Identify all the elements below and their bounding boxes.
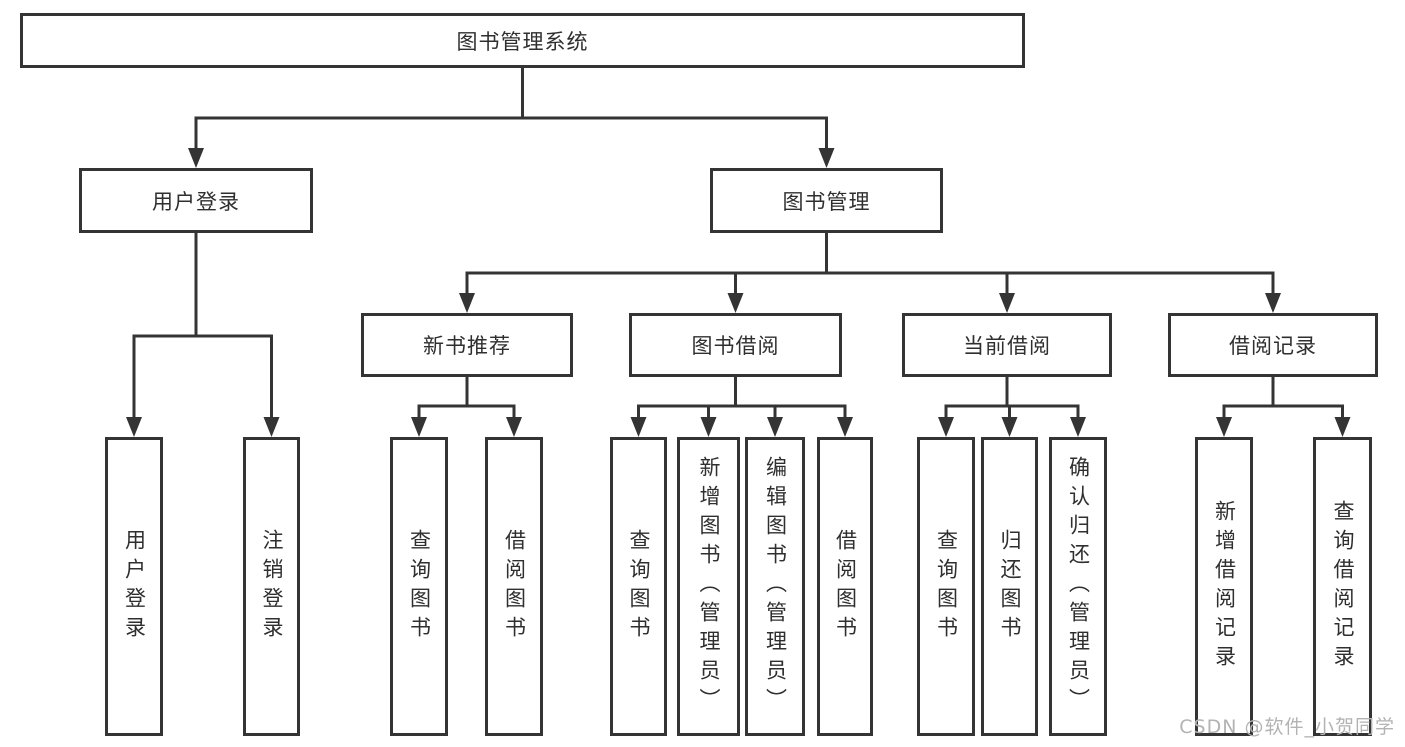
node-user-login: 用户登录 [79, 168, 313, 233]
leaf-cb-query-books: 查询图书 [917, 437, 975, 736]
leaf-label: 归还图书 [998, 528, 1023, 645]
node-label: 图书管理 [782, 189, 871, 214]
arrowheads [126, 148, 1351, 437]
leaf-label: 确认归还（管理员） [1066, 456, 1091, 717]
leaf-label: 新增借阅记录 [1212, 499, 1237, 674]
node-library-management-system: 图书管理系统 [20, 13, 1025, 68]
leaf-label: 借阅图书 [833, 528, 858, 645]
leaf-cb-confirm-return-admin: 确认归还（管理员） [1049, 437, 1107, 736]
leaf-bb-add-books-admin: 新增图书（管理员） [677, 437, 740, 736]
node-current-borrowing: 当前借阅 [902, 313, 1112, 377]
leaf-label: 查询图书 [407, 528, 432, 645]
leaf-bb-edit-books-admin: 编辑图书（管理员） [745, 437, 805, 736]
node-label: 图书管理系统 [456, 29, 589, 54]
leaf-nb-borrow-books: 借阅图书 [485, 437, 543, 736]
node-label: 新书推荐 [423, 334, 511, 358]
node-borrowing-records: 借阅记录 [1168, 313, 1378, 377]
node-label: 当前借阅 [963, 334, 1051, 358]
csdn-watermark: CSDN @软件_小贺同学 [1179, 716, 1395, 738]
leaf-logout: 注销登录 [243, 437, 300, 736]
node-book-management: 图书管理 [710, 168, 943, 233]
connector-shafts [132, 68, 1344, 419]
node-new-book-recommend: 新书推荐 [361, 313, 573, 377]
leaf-nb-query-books: 查询图书 [390, 437, 448, 736]
node-label: 用户登录 [152, 189, 240, 214]
leaf-label: 注销登录 [260, 528, 285, 645]
leaf-label: 借阅图书 [502, 528, 527, 645]
leaf-bb-query-books: 查询图书 [610, 437, 667, 736]
node-label: 图书借阅 [691, 334, 780, 358]
node-label: 借阅记录 [1229, 334, 1317, 358]
leaf-br-add-record: 新增借阅记录 [1195, 437, 1253, 736]
leaf-bb-borrow-books: 借阅图书 [817, 437, 873, 736]
leaf-label: 编辑图书（管理员） [763, 456, 788, 717]
leaf-label: 新增图书（管理员） [697, 456, 722, 717]
leaf-label: 查询图书 [934, 528, 959, 645]
node-book-borrowing: 图书借阅 [629, 313, 842, 377]
leaf-label: 查询图书 [627, 528, 652, 645]
leaf-cb-return-books: 归还图书 [981, 437, 1038, 736]
leaf-label: 查询借阅记录 [1331, 499, 1356, 674]
leaf-label: 用户登录 [122, 528, 147, 645]
leaf-br-query-record: 查询借阅记录 [1313, 437, 1372, 736]
leaf-user-login: 用户登录 [105, 437, 163, 736]
